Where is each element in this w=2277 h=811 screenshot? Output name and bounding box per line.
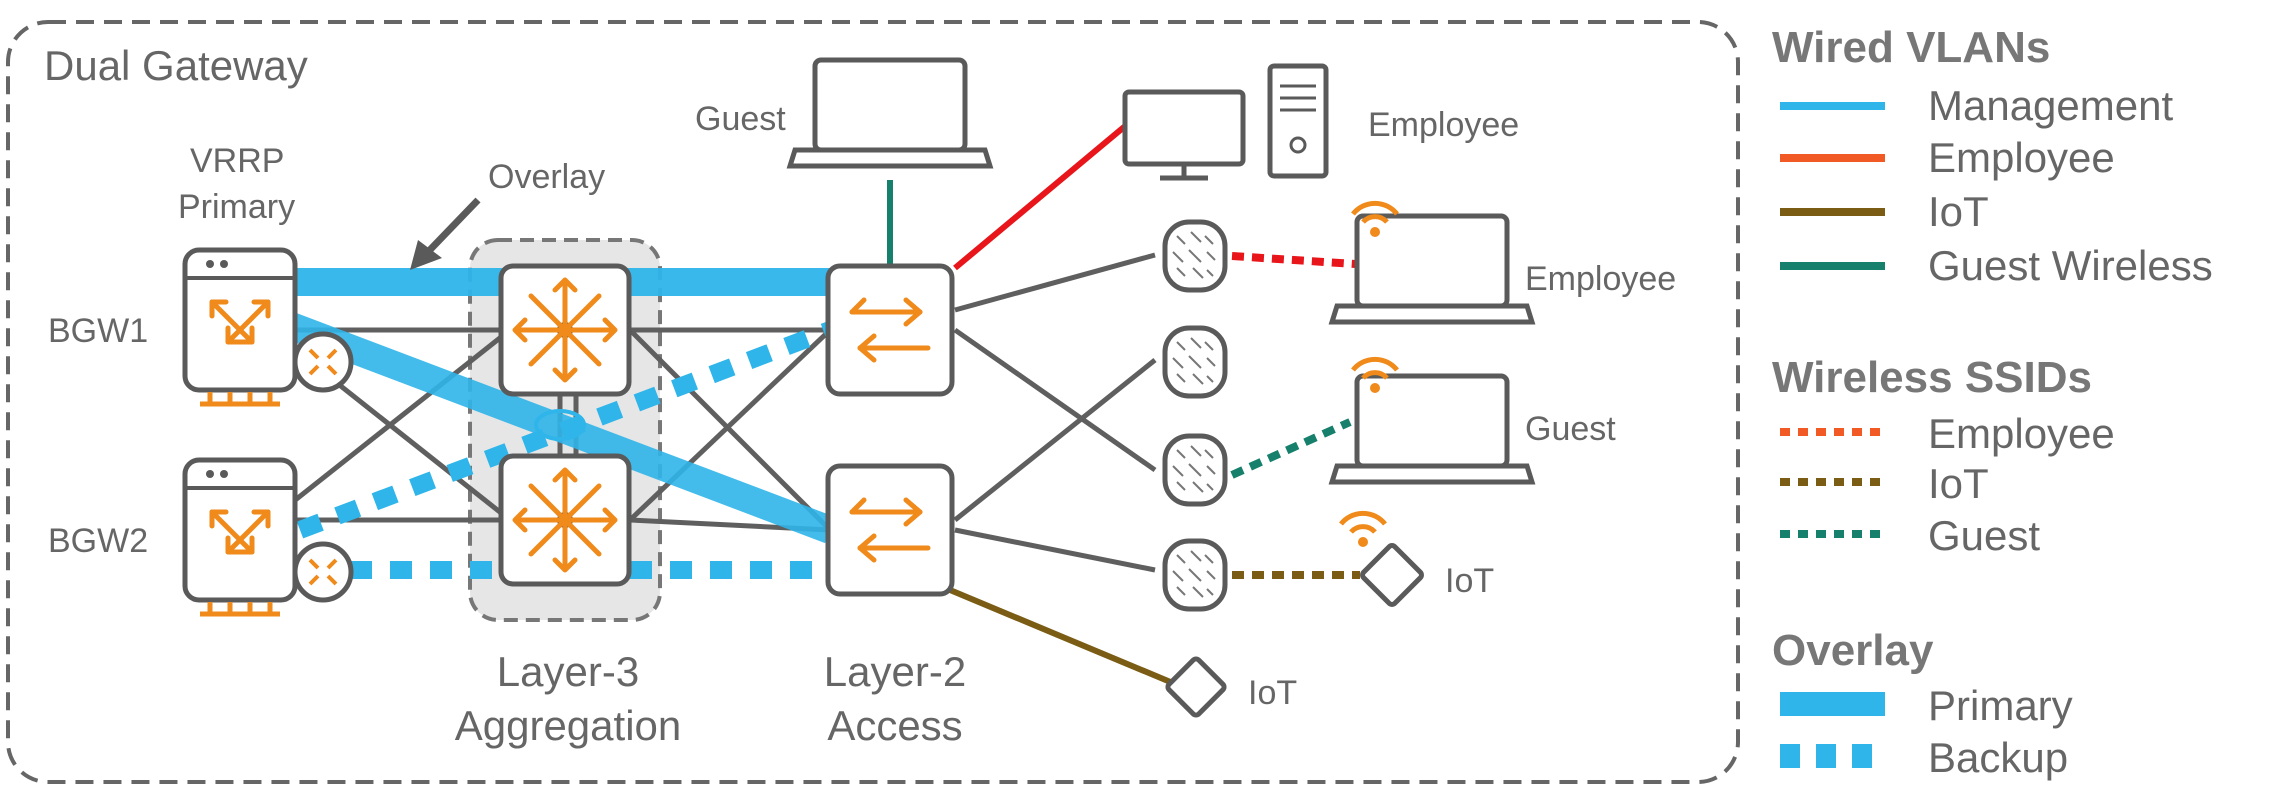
iot-right-label: IoT: [1445, 562, 1494, 600]
legend-wireless-guest: Guest: [1928, 512, 2040, 559]
overlay-backup-bgw2-access1: [296, 321, 834, 539]
dual-gateway-boundary: [6, 20, 1740, 784]
access-point-1-icon: [1165, 222, 1225, 290]
employee-ssid-link: [1231, 252, 1356, 268]
employee-mid-label: Employee: [1525, 260, 1676, 298]
legend: Wired VLANs Management Employee IoT Gues…: [1772, 23, 2213, 781]
diagram-title: Dual Gateway: [44, 42, 308, 89]
overlay-pointer-arrow: [422, 197, 481, 258]
employee-wired-link: [953, 119, 1132, 271]
iot-wired-link: [948, 587, 1182, 689]
vrrp-label: VRRP: [190, 142, 284, 180]
legend-wireless-employee: Employee: [1928, 410, 2115, 457]
legend-wireless-title: Wireless SSIDs: [1772, 353, 2092, 402]
primary-label: Primary: [178, 188, 295, 226]
iot-device-bottom-icon: [1165, 656, 1227, 718]
legend-overlay-backup: Backup: [1928, 734, 2068, 781]
bgw2-label: BGW2: [48, 522, 148, 560]
access-label: Access: [827, 702, 962, 749]
gateway-bgw1-icon: [185, 250, 295, 404]
overlay-primary-bgw1-access2: [265, 304, 835, 544]
iot-bottom-label: IoT: [1248, 674, 1297, 712]
layer2-label: Layer-2: [824, 648, 966, 695]
employee-top-label: Employee: [1368, 106, 1519, 144]
iot-device-right-icon: [1360, 543, 1424, 607]
legend-wired-iot: IoT: [1928, 188, 1989, 235]
legend-wired-guest-wireless: Guest Wireless: [1928, 242, 2213, 289]
guest-ssid-link: [1230, 418, 1352, 479]
access-point-4-icon: [1165, 541, 1225, 609]
aggregation-switch-2-icon: [498, 453, 632, 587]
aggregation-label: Aggregation: [455, 702, 682, 749]
overlay-label: Overlay: [488, 158, 605, 196]
legend-wired-employee: Employee: [1928, 134, 2115, 181]
access-point-3-icon: [1165, 436, 1225, 504]
legend-wired-management: Management: [1928, 82, 2173, 129]
iot-right-wifi-icon: [1341, 513, 1385, 547]
wired-links: [268, 252, 1157, 573]
legend-overlay-primary: Primary: [1928, 682, 2073, 729]
guest-laptop-right-icon: [1332, 376, 1532, 482]
employee-desktop-icon: [1122, 63, 1329, 181]
guest-top-label: Guest: [695, 100, 786, 138]
access-switch-1-icon: [825, 263, 955, 397]
legend-overlay-title: Overlay: [1772, 626, 1934, 675]
layer3-label: Layer-3: [497, 648, 639, 695]
tunnel-ring: [534, 409, 586, 441]
bgw2-port-icon: [292, 541, 354, 603]
gateway-bgw2-icon: [185, 460, 295, 614]
bgw1-port-icon: [292, 331, 354, 393]
access-point-2-icon: [1165, 328, 1225, 396]
bgw1-label: BGW1: [48, 312, 148, 350]
access-switch-2-icon: [825, 463, 955, 597]
legend-wireless-iot: IoT: [1928, 460, 1989, 507]
employee-laptop-icon: [1332, 216, 1532, 322]
guest-mid-label: Guest: [1525, 410, 1616, 448]
guest-laptop-icon: [790, 60, 990, 166]
legend-wired-title: Wired VLANs: [1772, 23, 2050, 72]
aggregation-switch-1-icon: [498, 263, 632, 397]
